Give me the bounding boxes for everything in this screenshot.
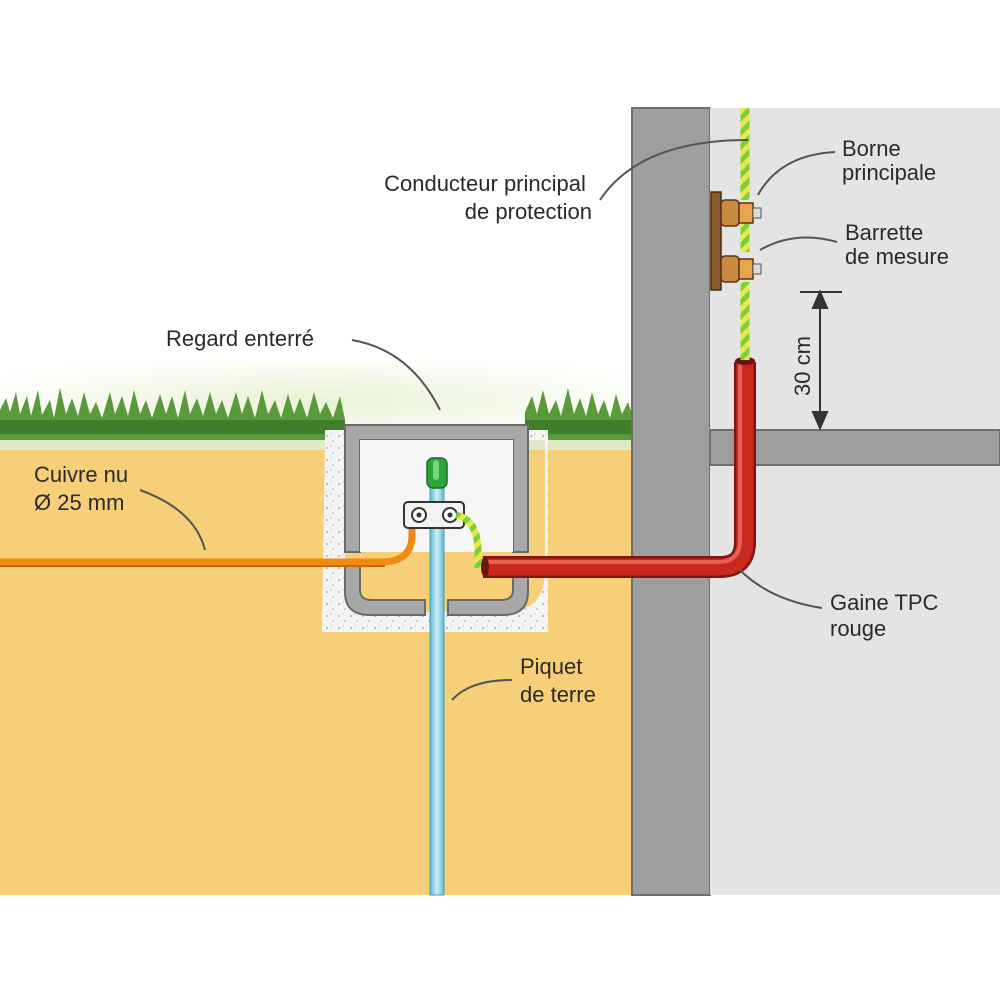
leader-lines — [139, 139, 838, 701]
floor-slab — [709, 429, 1000, 466]
label-cuivre-nu: Cuivre nu Ø 25 mm — [34, 462, 134, 515]
leader-piquet — [451, 679, 513, 701]
leader-conducteur — [599, 139, 749, 201]
tpc-sheath — [483, 362, 754, 576]
house-wall — [631, 107, 711, 896]
label-regard-enterre: Regard enterré — [166, 326, 314, 351]
earth-wire-pit — [454, 511, 482, 568]
leader-regard — [351, 339, 441, 411]
leader-borne — [757, 151, 836, 196]
house-interior — [710, 108, 1000, 895]
soil — [0, 440, 640, 895]
bare-copper-conductor — [0, 505, 416, 566]
leader-barrette — [759, 236, 838, 251]
dimension-label: 30 cm — [790, 336, 815, 396]
label-piquet-terre: Piquet de terre — [520, 654, 596, 707]
leader-cuivre — [139, 489, 206, 551]
grass-shadow — [0, 420, 635, 434]
label-conducteur-principal: Conducteur principal de protection — [384, 171, 592, 224]
double-arrow-icon — [800, 289, 842, 431]
label-gaine-tpc: Gaine TPC rouge — [830, 590, 945, 641]
rod-clamp-icon — [403, 501, 465, 529]
brass-terminal-icon — [710, 191, 762, 291]
label-barrette-mesure: Barrette de mesure — [845, 220, 949, 269]
earth-rod — [429, 469, 445, 896]
leader-gaine — [739, 569, 823, 609]
label-borne-principale: Borne principale — [842, 136, 936, 185]
